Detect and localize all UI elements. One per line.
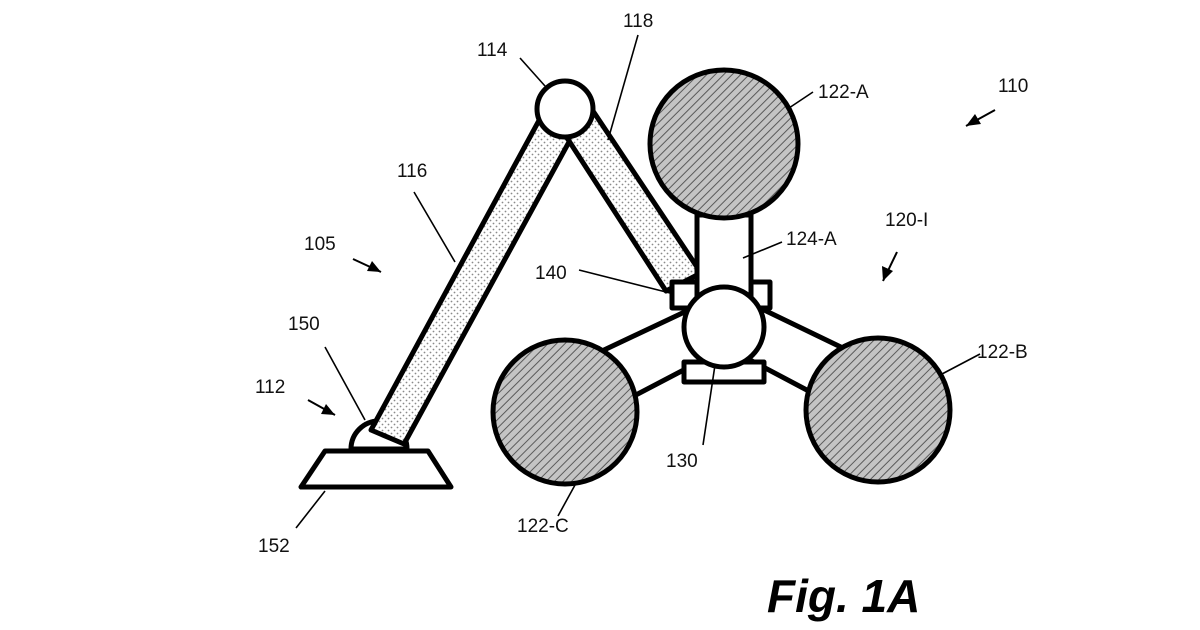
- leader-152: [295, 490, 326, 529]
- leader-114: [519, 57, 546, 87]
- reference-numerals: 114 118 122-A 110 116 120-I 105 124-A 14…: [255, 11, 1028, 557]
- leader-130: [702, 364, 716, 446]
- label-105: 105: [304, 234, 336, 255]
- label-152: 152: [258, 536, 290, 557]
- leader-122-a: [788, 91, 814, 109]
- figure-title: Fig. 1A: [767, 570, 920, 622]
- label-150: 150: [288, 314, 320, 335]
- reference-arrows: [307, 109, 996, 416]
- leader-150: [324, 346, 366, 421]
- leader-118: [607, 34, 639, 141]
- base-plate-152: [298, 448, 454, 490]
- leader-140: [578, 269, 671, 294]
- label-130: 130: [666, 451, 698, 472]
- leader-122-b: [941, 353, 981, 375]
- joint-114: [534, 78, 596, 140]
- label-122-a: 122-A: [818, 82, 869, 103]
- leader-lines: [295, 34, 981, 529]
- sphere-122-a: [647, 67, 801, 221]
- label-116: 116: [397, 161, 427, 182]
- arrow-105: [352, 258, 382, 273]
- label-122-b: 122-B: [977, 342, 1028, 363]
- label-118: 118: [623, 11, 653, 32]
- sphere-122-b: [803, 335, 953, 485]
- label-112: 112: [255, 377, 285, 398]
- label-122-c: 122-C: [517, 516, 569, 537]
- leader-122-c: [557, 484, 576, 517]
- arrow-120-i: [882, 251, 898, 282]
- hub-130: [681, 284, 767, 370]
- label-110: 110: [998, 76, 1028, 97]
- label-140: 140: [535, 263, 567, 284]
- label-124-a: 124-A: [786, 229, 837, 250]
- label-120-i: 120-I: [885, 210, 928, 231]
- arrow-112: [307, 399, 336, 416]
- sphere-122-c: [490, 337, 640, 487]
- leader-124-a: [742, 241, 783, 259]
- label-114: 114: [477, 40, 508, 61]
- leader-116: [413, 191, 456, 263]
- arrow-110: [965, 109, 996, 127]
